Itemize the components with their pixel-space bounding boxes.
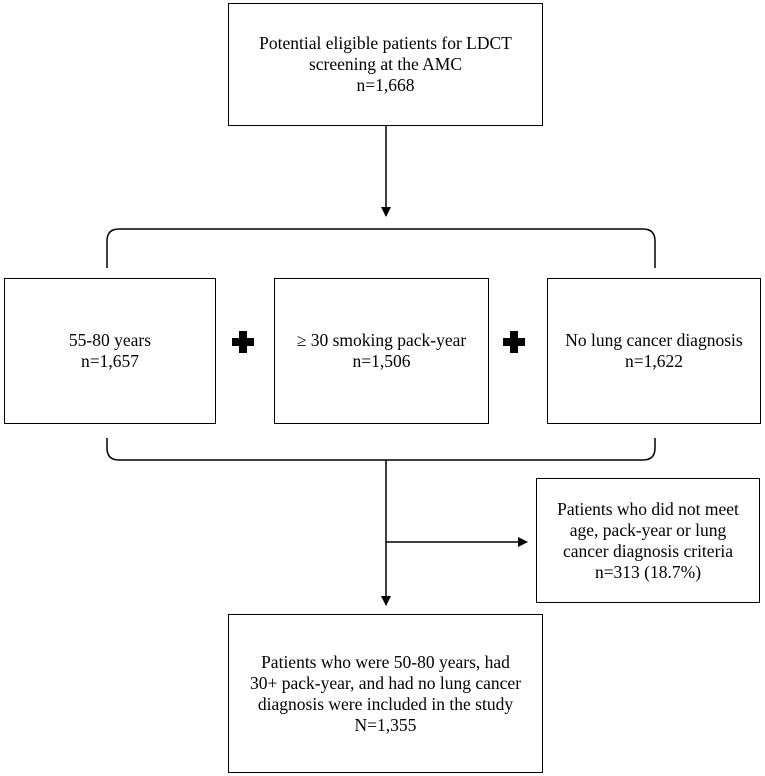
criteria-no-cancer-count: n=1,622	[625, 351, 683, 371]
final-line1: Patients who were 50-80 years, had	[261, 651, 510, 672]
criteria-no-cancer-label: No lung cancer diagnosis	[565, 330, 743, 350]
final-line2: 30+ pack-year, and had no lung cancer	[249, 672, 522, 693]
top-box-line2: screening at the AMC	[308, 54, 463, 74]
excluded-count: n=313 (18.7%)	[594, 561, 702, 582]
top-box-count: n=1,668	[356, 75, 415, 95]
top-box-potential-eligible: Potential eligible patients for LDCT scr…	[228, 3, 543, 126]
excluded-line3: cancer diagnosis criteria	[562, 540, 734, 561]
excluded-box: Patients who did not meet age, pack-year…	[536, 478, 760, 603]
excluded-line1: Patients who did not meet	[557, 498, 739, 519]
plus-icon	[232, 331, 254, 353]
bottom-bracket	[106, 438, 656, 461]
final-box-included: Patients who were 50-80 years, had 30+ p…	[228, 614, 543, 773]
excluded-line2: age, pack-year or lung	[569, 519, 727, 540]
criteria-box-no-lung-cancer: No lung cancer diagnosis n=1,622	[547, 278, 761, 424]
criteria-pack-year-count: n=1,506	[352, 351, 411, 371]
criteria-box-age: 55-80 years n=1,657	[4, 278, 216, 424]
top-bracket	[106, 228, 656, 268]
plus-icon	[503, 331, 525, 353]
criteria-age-count: n=1,657	[81, 351, 139, 371]
criteria-box-pack-year: ≥ 30 smoking pack-year n=1,506	[274, 278, 489, 424]
criteria-pack-year-label: ≥ 30 smoking pack-year	[296, 330, 467, 350]
final-line3: diagnosis were included in the study	[257, 693, 514, 714]
criteria-age-label: 55-80 years	[68, 330, 152, 350]
top-box-line1: Potential eligible patients for LDCT	[259, 33, 512, 53]
final-count: N=1,355	[354, 714, 417, 735]
